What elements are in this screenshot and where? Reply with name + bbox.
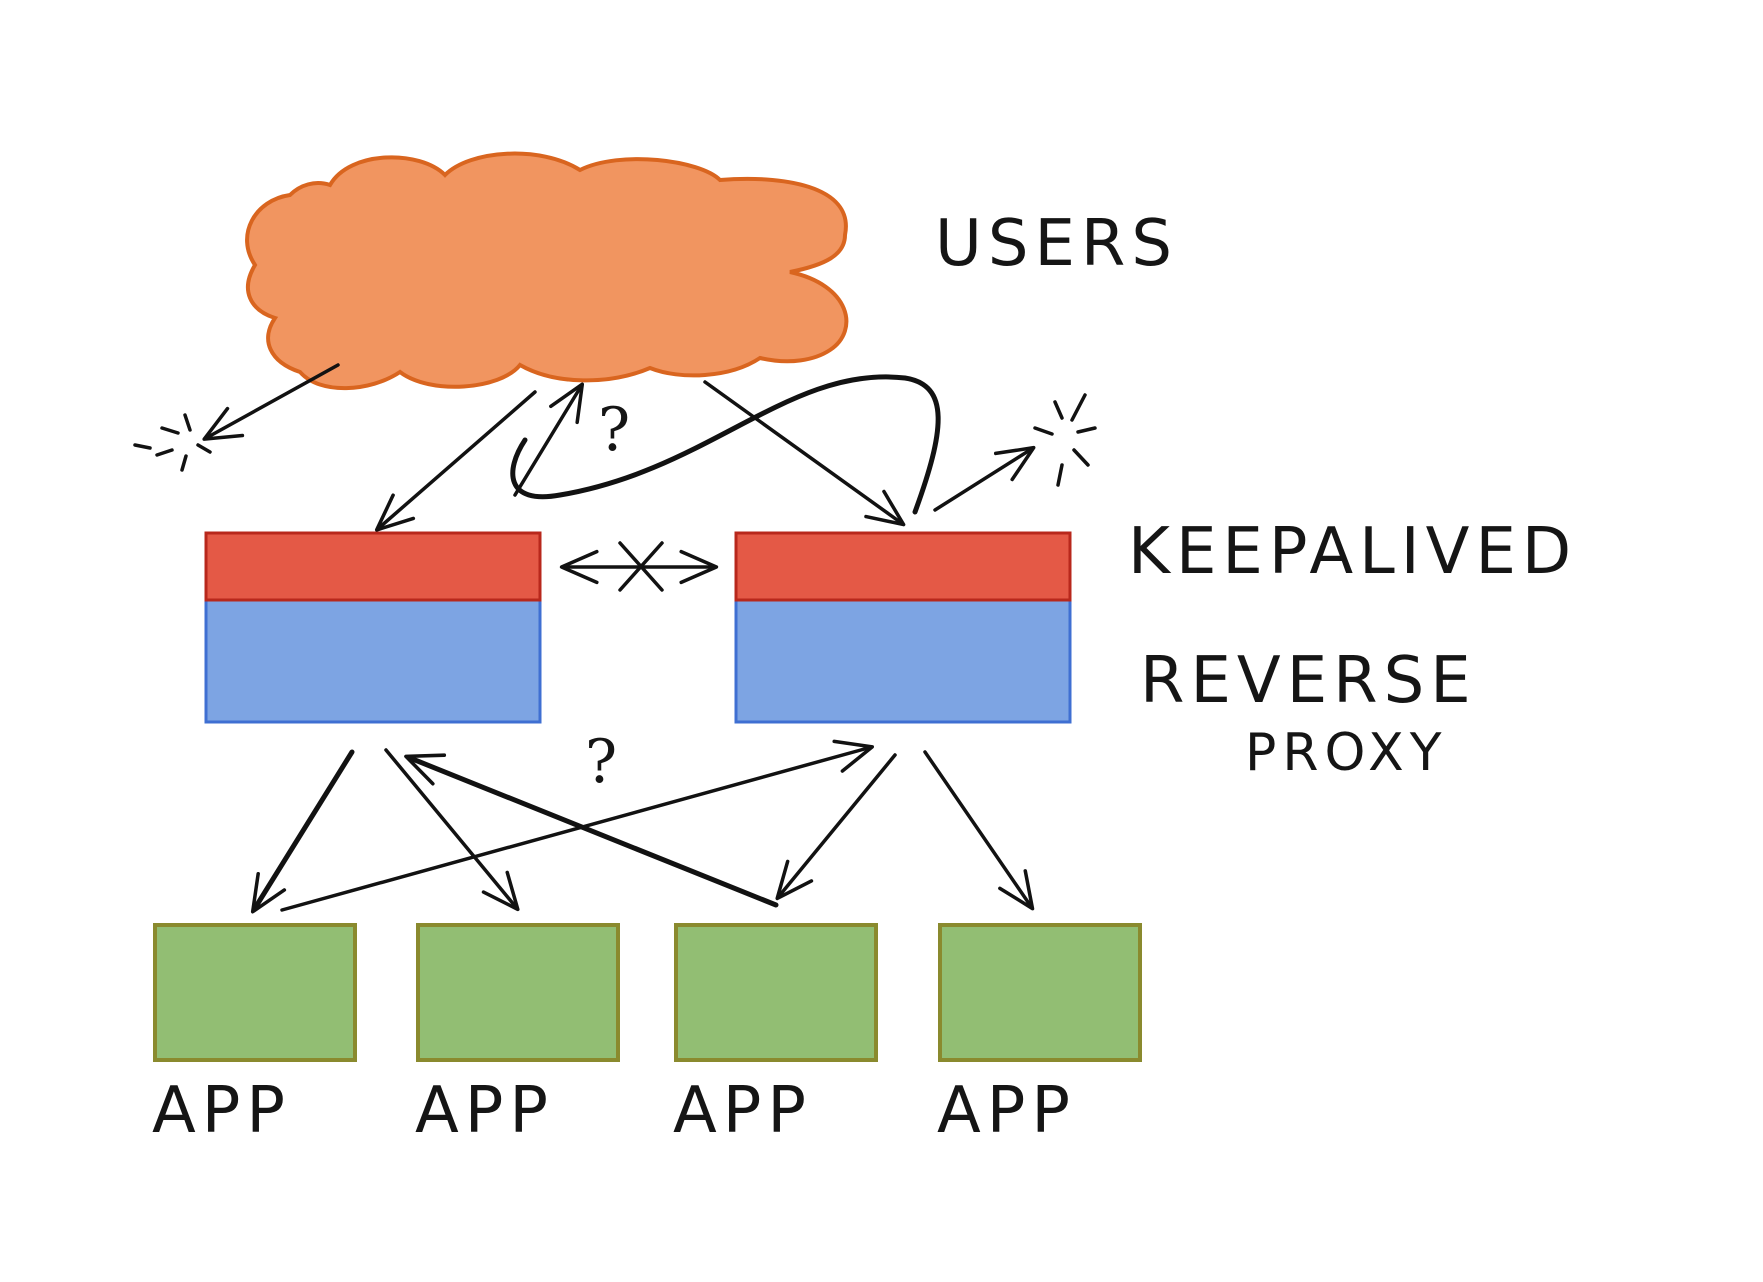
proxy-node-1	[204, 531, 542, 724]
proxy-1-reverse-proxy-layer	[204, 598, 542, 724]
failure-spark-icon-left	[133, 413, 212, 472]
arrow-cloud-to-failure-left	[202, 363, 340, 441]
proxy-2-reverse-proxy-layer	[734, 598, 1072, 724]
app-box-2	[416, 923, 620, 1062]
arrow-app-1-to-proxy-2	[280, 739, 875, 912]
proxy-2-keepalived-layer	[734, 531, 1072, 602]
app-box-4	[938, 923, 1142, 1062]
arrows-bottom	[250, 739, 1035, 914]
arrow-app-3-to-proxy-1	[404, 753, 779, 908]
arrow-proxy-1-to-cloud	[513, 382, 585, 497]
heartbeat-cross-b	[618, 541, 664, 592]
arrow-proxy-2-to-failure-right	[933, 445, 1036, 512]
arrow-cloud-to-proxy-2	[703, 380, 906, 527]
app-label-4: APP	[937, 1074, 1076, 1148]
keepalived-label: KEEPALIVED	[1128, 515, 1577, 589]
reverse-label: REVERSE	[1140, 644, 1477, 718]
proxy-node-2	[734, 531, 1072, 724]
arrow-proxy-2-to-app-4	[923, 750, 1035, 911]
arrow-proxy-1-to-app-1	[250, 749, 355, 914]
app-box-1	[153, 923, 357, 1062]
app-label-2: APP	[415, 1074, 554, 1148]
proxy-1-keepalived-layer	[204, 531, 542, 602]
app-label-3: APP	[673, 1074, 812, 1148]
question-mark-top: ?	[598, 395, 630, 465]
failure-spark-icon-right	[1033, 393, 1097, 487]
app-box-3	[674, 923, 878, 1062]
users-label: USERS	[935, 207, 1178, 281]
arrow-proxy-2-loop	[510, 374, 941, 515]
users-cloud	[245, 151, 849, 391]
arrows-top	[202, 363, 1036, 592]
question-mark-bottom: ?	[585, 727, 617, 797]
app-boxes	[153, 923, 1142, 1062]
app-label-1: APP	[152, 1074, 291, 1148]
proxy-label: PROXY	[1245, 723, 1447, 783]
arrow-cloud-to-proxy-1	[374, 390, 537, 532]
arrow-proxy-2-to-app-3	[775, 753, 897, 901]
cloud-shape	[245, 151, 849, 391]
